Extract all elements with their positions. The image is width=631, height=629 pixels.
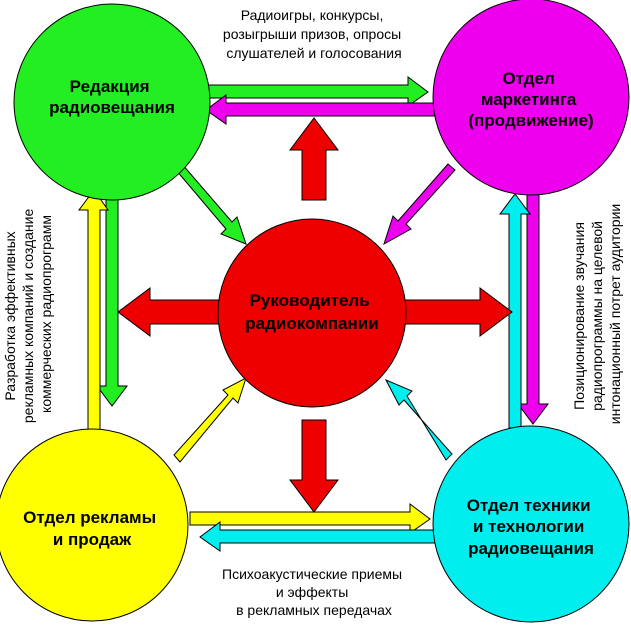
node-editorial-circle — [13, 3, 211, 201]
arrow-editorial-to-marketing — [194, 76, 429, 107]
arrow-marketing-to-center — [383, 163, 456, 246]
arrow-technical-to-advertising — [199, 521, 441, 552]
arrow-technical-to-marketing — [499, 193, 531, 429]
note-top: Радиоигры, конкурсы, розыгрыши призов, о… — [223, 7, 405, 61]
center-arrow-down — [289, 419, 339, 513]
node-technical-circle — [432, 425, 630, 623]
arrow-editorial-to-center — [175, 163, 247, 245]
node-center-circle — [217, 218, 407, 408]
arrow-advertising-to-editorial — [78, 189, 109, 459]
arrow-marketing-to-editorial — [205, 94, 441, 125]
node-technical-label: Отдел техники и технологии радиовещания — [467, 496, 596, 558]
node-editorial-label: Редакция радиовещания — [49, 77, 175, 117]
arrow-advertising-to-center — [173, 376, 247, 463]
center-arrow-left — [117, 287, 227, 337]
center-arrow-up — [289, 117, 339, 201]
node-center-label: Руководитель радиокомпании — [245, 291, 378, 333]
horizontal-connectors — [189, 76, 441, 552]
node-advertising-label: Отдел рекламы и продаж — [23, 508, 161, 549]
node-marketing-circle — [432, 0, 630, 196]
arrow-marketing-to-technical — [517, 189, 549, 425]
node-advertising-circle — [0, 428, 189, 622]
note-right: Позиционирование звучания радиопрограммы… — [571, 204, 623, 424]
arrow-technical-to-center — [384, 378, 453, 461]
arrow-advertising-to-technical — [189, 503, 431, 534]
node-marketing-label: Отдел маркетинга (продвижение) — [468, 69, 593, 130]
diagonal-connectors — [173, 163, 456, 463]
note-bottom: Психоакустические приемы и эффекты в рек… — [222, 566, 406, 618]
side-connectors — [78, 124, 549, 459]
note-left: Разработка эффективных рекламных компани… — [2, 205, 54, 423]
center-arrows — [117, 117, 513, 513]
center-arrow-right — [399, 287, 513, 337]
